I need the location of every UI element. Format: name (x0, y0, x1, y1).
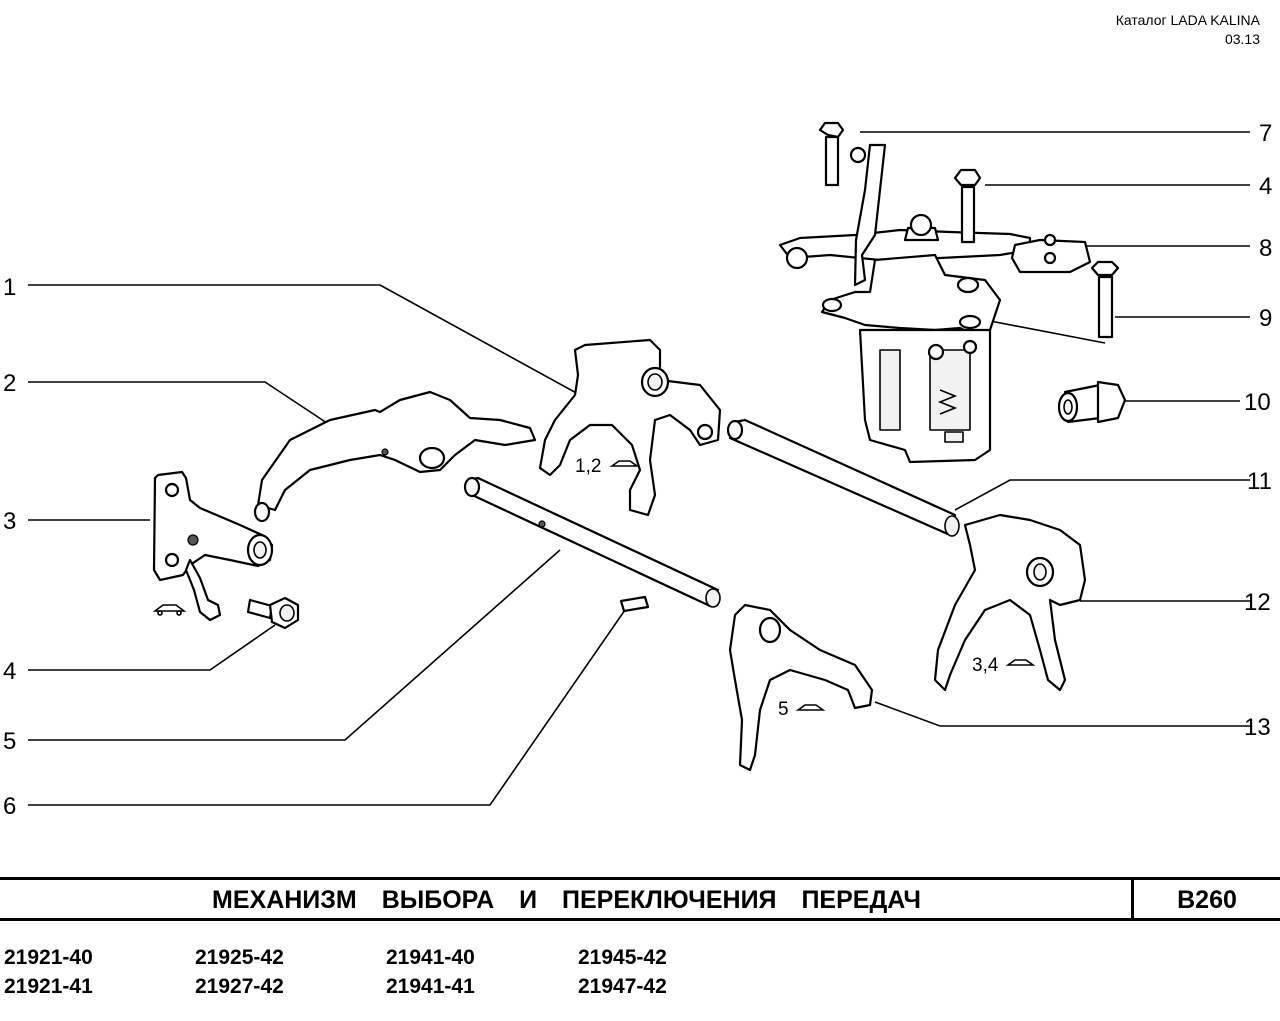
model-code: 21945-42 (578, 946, 667, 969)
part-5-shift-rod (463, 476, 721, 608)
part-11-shift-rod (726, 418, 960, 537)
callout-6: 6 (3, 793, 16, 820)
fork-1-2-note: 1,2 (575, 456, 601, 477)
part-8-selector-assembly (778, 143, 1092, 464)
part-4-bolt (246, 596, 300, 630)
title-bar: МЕХАНИЗМ ВЫБОРА И ПЕРЕКЛЮЧЕНИЯ ПЕРЕДАЧ B… (0, 877, 1280, 921)
part-4-bolt-upper (953, 168, 982, 244)
callout-11: 11 (1247, 468, 1272, 495)
reverse-car-icon (152, 604, 187, 616)
callout-9: 9 (1259, 305, 1272, 332)
callout-12: 12 (1244, 589, 1271, 616)
model-code: 21947-42 (578, 975, 667, 998)
catalog-date: 03.13 (1224, 31, 1260, 47)
model-code: 21925-42 (195, 946, 284, 969)
part-13-fork-5: 5 (728, 603, 874, 772)
leader-lines (28, 131, 1250, 806)
callout-7: 7 (1259, 120, 1272, 147)
callout-4-upper: 4 (1259, 173, 1272, 200)
part-1-fork-1-2: 1,2 (538, 338, 722, 517)
part-2-shift-lever (253, 390, 537, 523)
part-9-bolt (1090, 260, 1120, 339)
model-code: 21927-42 (195, 975, 284, 998)
model-code: 21941-41 (386, 975, 475, 998)
callout-numbers: 1 2 3 4 5 6 7 4 8 9 10 11 12 13 (3, 120, 1272, 820)
model-code: 21921-40 (4, 946, 93, 969)
callout-13: 13 (1244, 714, 1271, 741)
model-code: 21921-41 (4, 975, 93, 998)
callout-8: 8 (1259, 235, 1272, 262)
fork-5-note: 5 (778, 699, 789, 720)
catalog-title: Каталог LADA KALINA (1115, 12, 1260, 28)
part-7-bolt (818, 121, 845, 187)
part-6-pin (619, 595, 650, 613)
callout-1: 1 (3, 274, 16, 301)
callout-2: 2 (3, 370, 16, 397)
part-12-fork-3-4: 3,4 (933, 513, 1087, 692)
model-code: 21941-40 (386, 946, 475, 969)
callout-10: 10 (1244, 389, 1271, 416)
part-10-bushing (1057, 380, 1127, 424)
parts-diagram: 1,2 3,4 5 (3, 120, 1272, 820)
page-code: B260 (1177, 886, 1237, 914)
callout-3: 3 (3, 508, 16, 535)
title-divider (1131, 880, 1134, 918)
callout-4-lower: 4 (3, 658, 16, 685)
callout-5: 5 (3, 728, 16, 755)
part-3-selector-bracket (152, 470, 274, 622)
fork-3-4-note: 3,4 (972, 655, 999, 676)
page-title: МЕХАНИЗМ ВЫБОРА И ПЕРЕКЛЮЧЕНИЯ ПЕРЕДАЧ (212, 886, 921, 914)
